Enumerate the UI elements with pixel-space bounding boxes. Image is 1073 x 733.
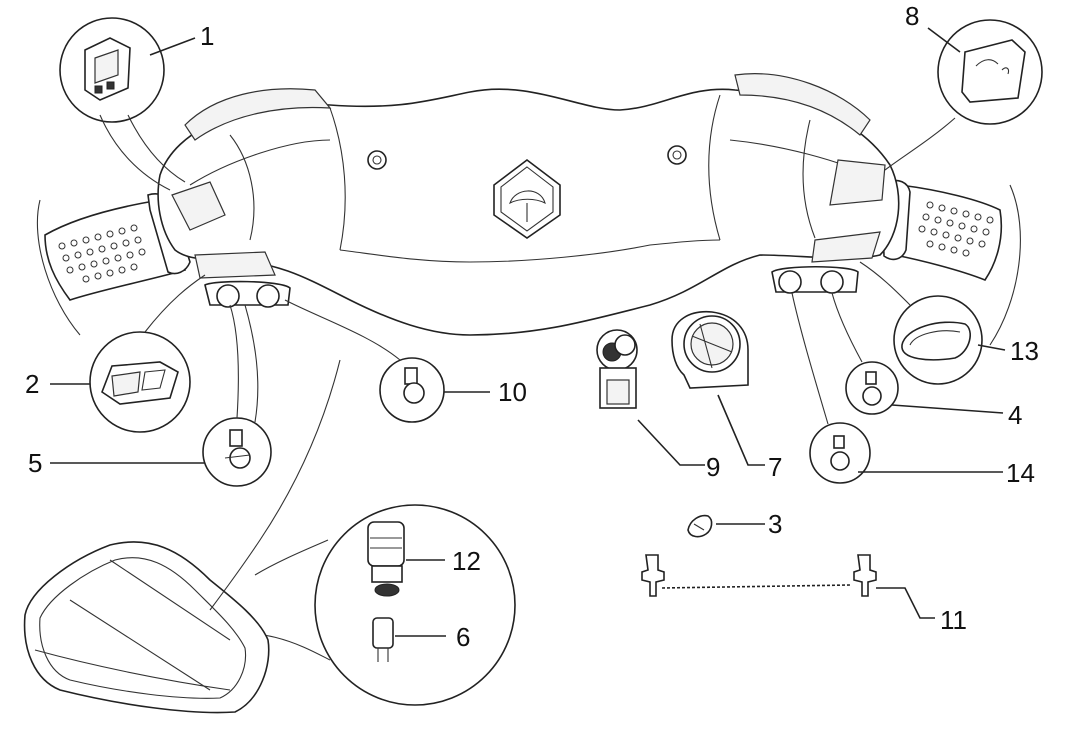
part-3-small-bulb: [687, 514, 765, 538]
label-12: 12: [452, 546, 481, 576]
part-11-pins: [641, 554, 935, 619]
label-9: 9: [706, 452, 720, 482]
part-8-switch: [884, 19, 1043, 171]
dashboard-panel: [23, 359, 341, 714]
part-13-light: [859, 261, 1006, 385]
part-2-switch: [50, 274, 206, 433]
label-2: 2: [25, 369, 39, 399]
label-11: 11: [940, 605, 967, 635]
label-7: 7: [768, 452, 782, 482]
part-14-bulb: [791, 292, 1003, 484]
label-8: 8: [905, 1, 919, 31]
label-1: 1: [200, 21, 214, 51]
handlebar-assembly: [36, 73, 1021, 346]
label-3: 3: [768, 509, 782, 539]
part-6-bulb: [372, 617, 446, 662]
label-10: 10: [498, 377, 527, 407]
part-10-bulb: [284, 299, 490, 423]
part-9-connector: [596, 329, 705, 466]
part-12-button: [367, 521, 445, 597]
part-5-bulb: [50, 304, 272, 487]
label-6: 6: [456, 622, 470, 652]
label-5: 5: [28, 448, 42, 478]
part-1-switch: [59, 17, 196, 191]
label-4: 4: [1008, 400, 1022, 430]
part-7-housing: [671, 311, 765, 466]
label-13: 13: [1010, 336, 1039, 366]
brand-logo: [493, 158, 561, 239]
label-14: 14: [1006, 458, 1035, 488]
part-4-bulb: [831, 292, 1004, 415]
